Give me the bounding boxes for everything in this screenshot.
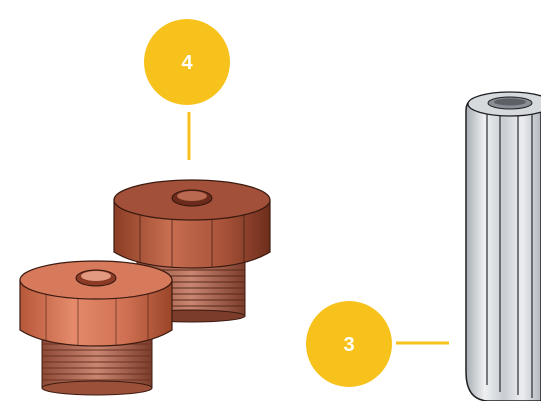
callout-3-number: 3 — [343, 334, 354, 356]
callout-4: 4 — [144, 19, 230, 160]
callout-3: 3 — [306, 301, 449, 387]
callout-3-badge — [306, 301, 392, 387]
callout-4-badge — [144, 19, 230, 105]
callout-4-number: 4 — [181, 52, 193, 74]
hex-plug-rear — [113, 179, 271, 323]
fluted-sleeve — [465, 91, 541, 401]
hex-plug-front — [19, 260, 173, 396]
